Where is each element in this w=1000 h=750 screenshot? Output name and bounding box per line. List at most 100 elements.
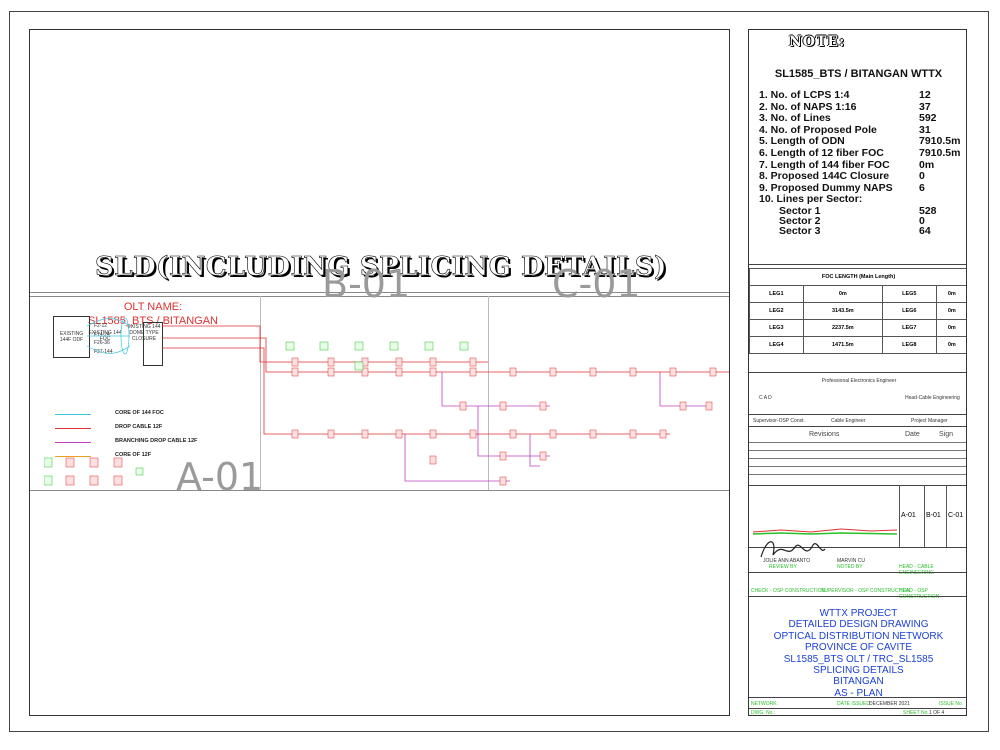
olt-name: SL1585_BTS / BITANGAN [87,315,219,327]
port-item: F14-24 [94,331,110,338]
sign-label: Sign [939,431,954,438]
project-manager-label: Project Manager [911,418,948,424]
note-project: SL1585_BTS / BITANGAN WTTX [774,68,943,80]
check-osp-label: CHECK - OSP CONSTRUCTION [751,588,826,594]
section-label-c: C-01 [552,262,641,306]
sheet-key: C-01 [948,512,964,519]
section-label-a: A-01 [176,455,264,499]
network-label: NETWORK: [751,701,778,707]
divider [749,485,966,486]
sheet-frame [9,11,989,732]
olt-label: OLT NAME: [123,301,183,313]
node-markers [291,357,717,486]
sheet-no-label: SHEET No. [903,710,929,716]
head-osp-label: HEAD - OSP CONSTRUCTION [899,588,940,600]
supervisor-label: Supervisor-OSP Const. [753,418,805,424]
section-label-b: B-01 [322,262,411,306]
closure-box [143,322,163,366]
project-line: BITANGAN [833,676,884,688]
sld-title: SLD(INCLUDING SPLICING DETAILS) [95,252,667,283]
issue-no-label: ISSUE No. [939,701,964,707]
engineer-label: Professional Electronics Engineer [821,378,897,384]
date-label: Date [905,431,920,438]
divider [946,485,947,547]
port-list: F2-12 F14-24 F26-36 F37-144 [94,322,122,356]
section-divider-bottom [30,490,729,491]
date-issued-value: DECEMBER 2021 [869,701,910,707]
fiber-cores [86,317,131,355]
sheet-key: A-01 [901,512,916,519]
odf-label: EXISTING 144F ODF [59,331,84,343]
divider [749,697,966,698]
rev-row [749,450,966,451]
reviewer-name: JOLIE ANN ABANTO [763,558,811,564]
project-line: DETAILED DESIGN DRAWING [788,619,929,631]
lcp-markers [285,341,469,371]
cable-engineer-label: Cable Engineer [831,418,866,424]
section-divider-bc [488,296,489,490]
project-line: OPTICAL DISTRIBUTION NETWORK [773,630,944,642]
legend-symbols [44,457,144,486]
noted-name: MARVIN CU [837,558,865,564]
divider [749,372,966,373]
drawing-area: SLD(INCLUDING SPLICING DETAILS) B-01 C-0… [29,29,730,716]
rev-row [749,466,966,467]
signature-image [760,541,826,558]
olt-title: OLT NAME: SL1585_BTS / BITANGAN [78,300,228,328]
key-plan [752,528,898,535]
project-line: PROVINCE OF CAVITE [804,642,913,654]
branch-drops [404,372,710,482]
note-item: 10. Lines per Sector: [759,193,863,206]
title-block: NOTE: SL1585_BTS / BITANGAN WTTX 1. No. … [748,29,967,716]
note-heading: NOTE: [789,34,846,50]
date-issued-label: DATE ISSUED: [837,701,872,707]
sheet-no-value: 1 OF 4 [929,710,945,716]
project-line: SPLICING DETAILS [813,665,904,677]
rev-row [749,458,966,459]
cad-label: C A D [759,395,772,401]
revisions-label: Revisions [809,431,840,438]
dwg-no-label: DWG. No.: [751,710,776,716]
splicing-schematic [86,317,729,486]
rev-row [749,474,966,475]
divider [749,708,966,709]
head-cable-label: Head-Cable Engineering [905,395,960,401]
port-item: F26-36 [94,340,110,346]
section-divider-ab [260,296,261,490]
supervisor-osp-label: SUPERVISOR - OSP CONSTRUCTION [821,588,911,594]
divider [749,596,966,597]
project-block: WTTX PROJECT DETAILED DESIGN DRAWING OPT… [749,608,966,699]
project-line: AS - PLAN [834,687,883,699]
port-item: F2-12 [94,323,108,329]
foc-table-title: FOC LENGTH (Main Length) [749,268,966,286]
project-line: WTTX PROJECT [819,608,898,619]
project-line: SL1585_BTS OLT / TRC_SL1585 [783,653,934,665]
rev-row [749,442,966,443]
sheet-key: B-01 [926,512,941,519]
head-cable-eng-label: HEAD - CABLE ENGINEERING [899,564,935,576]
divider [924,485,925,547]
divider [749,547,966,548]
divider [749,572,966,573]
divider [749,264,966,265]
section-divider-top [30,296,729,297]
existing-foc-label: EXISTING 144 FOC [88,330,122,342]
divider [899,485,900,547]
divider [749,414,966,415]
